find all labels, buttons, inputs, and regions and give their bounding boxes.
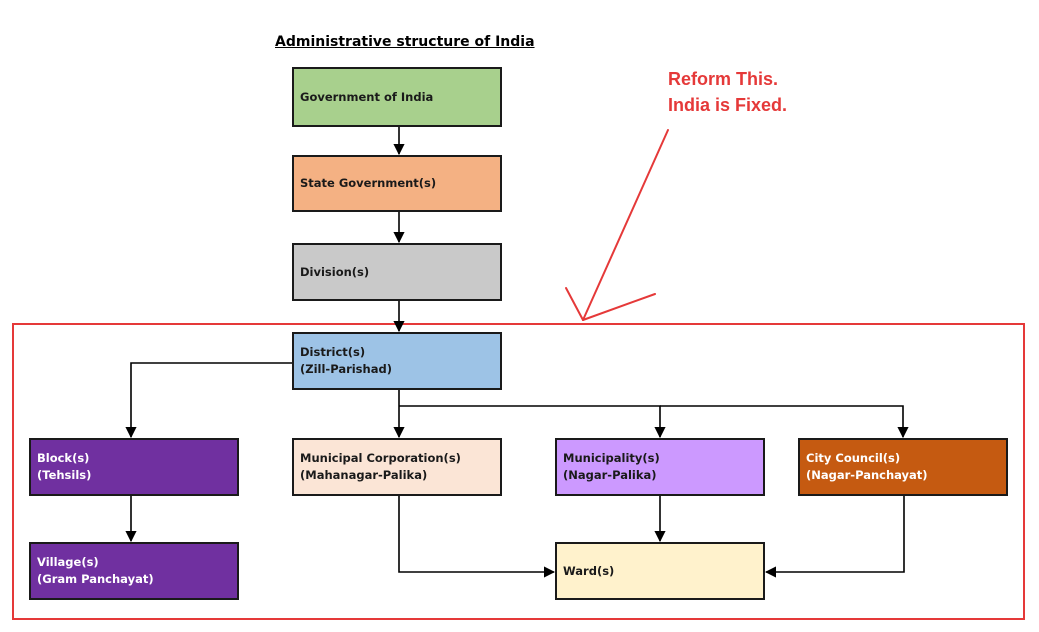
node-municipal-corporations: Municipal Corporation(s) (Mahanagar-Pali… bbox=[292, 438, 502, 496]
annotation-arrow-head-left bbox=[565, 287, 584, 321]
node-villages: Village(s) (Gram Panchayat) bbox=[29, 542, 239, 600]
node-sublabel: (Nagar-Panchayat) bbox=[806, 468, 928, 482]
node-label: Block(s) bbox=[37, 451, 90, 465]
edge-city-council-ward bbox=[764, 496, 905, 578]
edge-district-municipality bbox=[399, 405, 666, 439]
node-government-of-india: Government of India bbox=[292, 67, 502, 127]
reform-annotation: Reform This. India is Fixed. bbox=[668, 66, 787, 118]
node-label: Municipal Corporation(s) bbox=[300, 451, 461, 465]
diagram-title: Administrative structure of India bbox=[275, 34, 535, 50]
node-label: City Council(s) bbox=[806, 451, 901, 465]
edge-district-block bbox=[125, 362, 292, 439]
node-districts: District(s) (Zill-Parishad) bbox=[292, 332, 502, 390]
node-label: Division(s) bbox=[300, 264, 370, 279]
node-wards: Ward(s) bbox=[555, 542, 765, 600]
node-sublabel: (Zill-Parishad) bbox=[300, 362, 392, 376]
node-sublabel: (Nagar-Palika) bbox=[563, 468, 657, 482]
node-blocks: Block(s) (Tehsils) bbox=[29, 438, 239, 496]
node-city-councils: City Council(s) (Nagar-Panchayat) bbox=[798, 438, 1008, 496]
node-label: District(s) bbox=[300, 345, 366, 359]
node-sublabel: (Mahanagar-Palika) bbox=[300, 468, 428, 482]
annotation-line-1: Reform This. bbox=[668, 69, 779, 89]
node-label: Municipality(s) bbox=[563, 451, 660, 465]
node-label: Village(s) bbox=[37, 555, 99, 569]
edge-municipal-corporation-ward bbox=[398, 496, 556, 578]
annotation-line-2: India is Fixed. bbox=[668, 95, 788, 115]
edge-district-city-council bbox=[660, 405, 909, 439]
node-label: State Government(s) bbox=[300, 176, 437, 190]
node-label: Ward(s) bbox=[563, 563, 615, 578]
node-divisions: Division(s) bbox=[292, 243, 502, 301]
annotation-arrow-head-right bbox=[582, 293, 656, 321]
node-sublabel: (Gram Panchayat) bbox=[37, 572, 154, 586]
node-label: Government of India bbox=[300, 89, 434, 104]
node-municipalities: Municipality(s) (Nagar-Palika) bbox=[555, 438, 765, 496]
node-state-governments: State Government(s) bbox=[292, 155, 502, 212]
node-sublabel: (Tehsils) bbox=[37, 468, 92, 482]
reform-highlight-frame bbox=[12, 323, 1025, 620]
annotation-arrow-shaft bbox=[582, 129, 669, 321]
